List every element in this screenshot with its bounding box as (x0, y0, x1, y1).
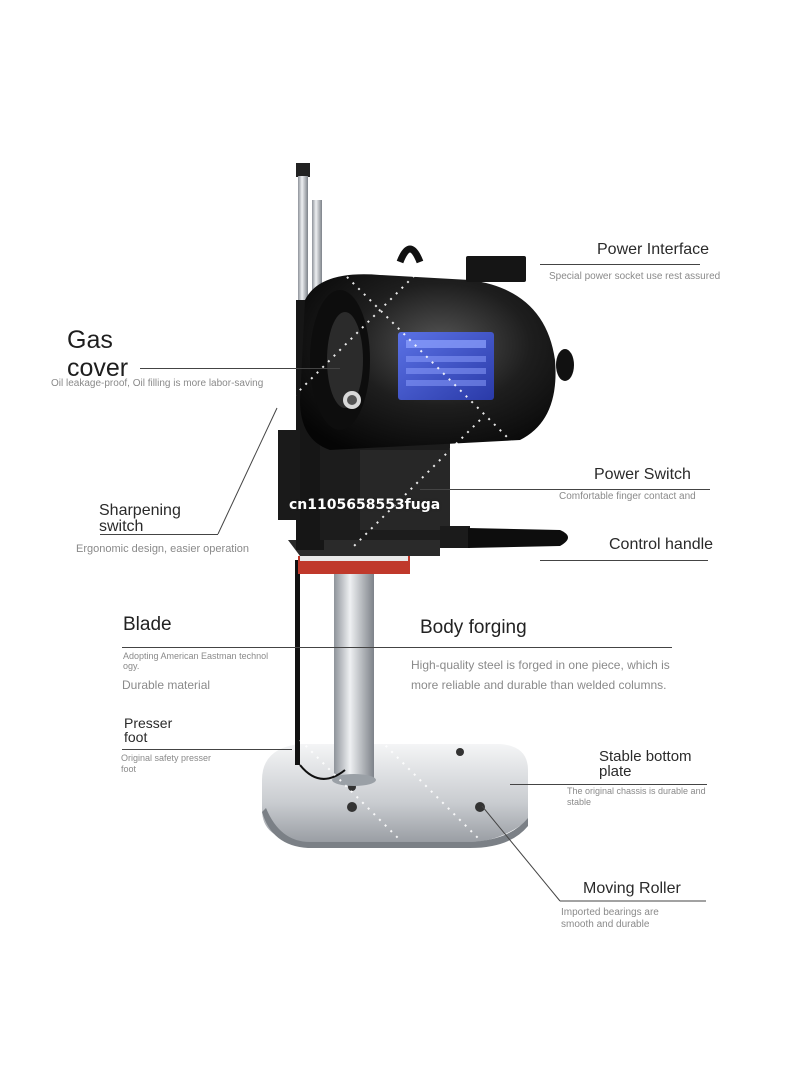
control-handle-grip (440, 526, 568, 548)
stable-bottom-plate-title-line1: Stable bottom (599, 748, 692, 765)
stable-bottom-plate-title-line2: plate (599, 763, 632, 780)
blade-desc-line2: ogy. (123, 661, 140, 671)
blade-leader-line (122, 647, 337, 648)
body-column (332, 560, 376, 786)
sharpening-rod (296, 163, 322, 310)
stable-bottom-plate-leader-line (510, 784, 707, 785)
gas-cover-title-line1: Gas (67, 326, 113, 354)
sharpening-switch-desc: Ergonomic design, easier operation (76, 543, 250, 555)
watermark-pattern (279, 259, 561, 841)
moving-roller-desc-line2: smooth and durable (561, 919, 650, 930)
body-forging-desc-line1: High-quality steel is forged in one piec… (411, 658, 670, 672)
presser-foot-title-line2: foot (124, 729, 148, 745)
stable-bottom-plate-desc-line2: stable (567, 797, 592, 807)
body-forging-desc-line2: more reliable and durable than welded co… (411, 678, 667, 692)
watermark-text: cn1105658553fuga (289, 497, 441, 513)
power-interface-leader-line (540, 264, 700, 265)
blade-desc-line1: Adopting American Eastman technol (123, 651, 269, 661)
blade-guard (295, 560, 346, 780)
presser-foot-desc-line1: Original safety presser (121, 753, 212, 763)
sharpening-switch-title-line2: switch (99, 518, 144, 535)
motor (300, 245, 574, 450)
control-handle-leader-line (540, 560, 708, 561)
sharpening-switch-title-line1: Sharpening (99, 502, 181, 519)
sharpening-switch-leader-line (100, 534, 218, 535)
power-interface-box (466, 256, 526, 282)
blade-desc-line3: Durable material (122, 678, 211, 692)
sharpening-switch-leader-diagonal (217, 407, 278, 535)
presser-foot-desc-line2: foot (121, 764, 137, 774)
control-handle-title: Control handle (609, 536, 714, 553)
power-switch-title: Power Switch (594, 466, 691, 483)
body-forging-leader-line (336, 647, 672, 648)
power-interface-title: Power Interface (597, 241, 710, 258)
blade-title: Blade (123, 614, 172, 635)
power-interface-desc: Special power socket use rest assured (549, 271, 721, 282)
presser-plate (288, 540, 440, 574)
gas-cover-desc: Oil leakage-proof, Oil filling is more l… (51, 378, 264, 389)
power-switch-desc: Comfortable finger contact and (559, 491, 696, 502)
moving-roller-leader-line (481, 805, 706, 902)
gas-cover-leader-line (140, 368, 340, 369)
moving-roller-title: Moving Roller (583, 880, 681, 897)
moving-roller-desc-line1: Imported bearings are (561, 907, 659, 918)
presser-foot-leader-line (122, 749, 292, 750)
stable-bottom-plate-desc-line1: The original chassis is durable and (567, 786, 706, 796)
body-forging-title: Body forging (420, 617, 527, 638)
power-switch-leader-line (420, 489, 710, 490)
gas-cover-title-line2: cover (67, 354, 129, 382)
presser-foot-title-line1: Presser (124, 715, 173, 731)
